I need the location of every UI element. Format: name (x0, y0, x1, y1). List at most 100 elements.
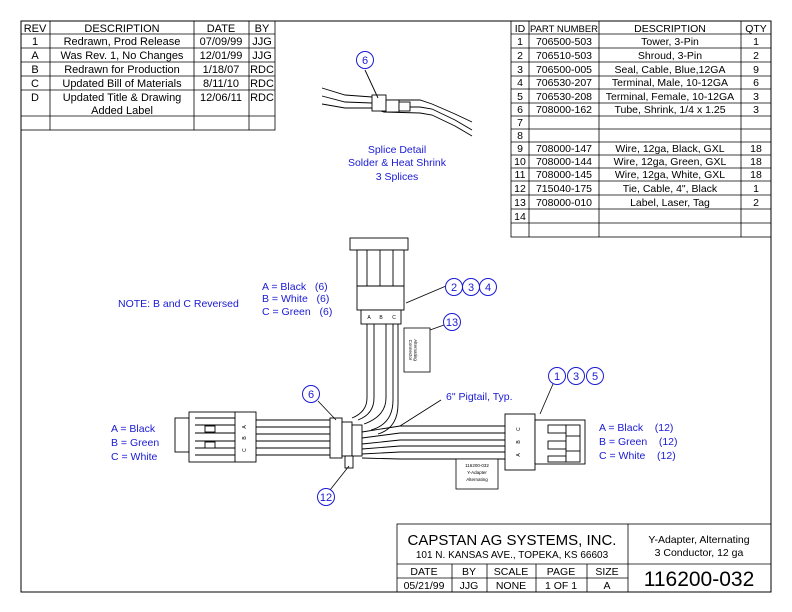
balloon-number: 5 (592, 371, 598, 383)
wire-tag: 116200-032 Y-Adapter Alternating (455, 458, 499, 490)
top-callout-leader (405, 285, 447, 304)
sheet-border (20, 20, 772, 593)
bom-cell-pn: 708000-162 (536, 104, 592, 116)
right-legend-a: A = Black (12) (599, 422, 673, 434)
rev-cell: A (31, 50, 39, 62)
bom-cell-qty: 1 (753, 36, 759, 48)
bom-header-part-number: PART NUMBER (530, 24, 598, 35)
right-pin-c: C (516, 427, 522, 431)
tag-line3: Alternating (466, 477, 488, 482)
top-connector (349, 237, 409, 325)
tie-leader (329, 465, 350, 491)
rev-cell: 12/01/99 (200, 50, 243, 62)
bom-header-id: ID (515, 23, 526, 35)
rev-cell: Updated Title & Drawing (63, 92, 182, 104)
harness-splice-balloon (302, 385, 320, 403)
right-legend-c: C = White (12) (599, 450, 676, 462)
rev-cell: 1 (32, 36, 38, 48)
rev-cell: Added Label (91, 105, 153, 117)
balloon-number: 1 (554, 371, 560, 383)
rev-cell: RDC (250, 78, 274, 90)
bom-cell-desc: Shroud, 3-Pin (638, 50, 702, 62)
right-callout-leader (539, 383, 554, 415)
splice-caption-line1: Splice Detail (368, 144, 426, 156)
top-legend-a: A = Black (6) (262, 281, 328, 293)
bom-cell-pn: 706530-208 (536, 91, 592, 103)
bom-cell-desc: Seal, Cable, Blue,12GA (615, 64, 726, 76)
splice-caption-line3: 3 Splices (376, 171, 419, 183)
splice-caption-line2: Solder & Heat Shrink (348, 157, 447, 169)
splice-detail (321, 69, 473, 137)
size-label: SIZE (595, 566, 618, 578)
right-pin-b: B (516, 440, 522, 444)
splice-leader (317, 400, 337, 421)
right-connector-balloons: 1 3 5 (548, 367, 604, 385)
bom-cell-qty: 1 (753, 183, 759, 195)
label-13-line2: Connector (408, 340, 413, 361)
top-pin-c: C (392, 315, 396, 321)
title-block (396, 523, 772, 593)
splice-balloon-number: 6 (362, 55, 368, 67)
bom-cell-desc: Wire, 12ga, Black, GXL (615, 143, 724, 155)
rev-header-rev: REV (24, 23, 47, 35)
balloon-number: 6 (308, 389, 314, 401)
bom-cell-id: 5 (517, 91, 523, 103)
note-text: NOTE: B and C Reversed (118, 298, 239, 310)
rev-cell: B (31, 64, 38, 76)
balloon-number: 3 (573, 371, 579, 383)
bom-header-qty: QTY (745, 23, 767, 35)
bom-cell-qty: 3 (753, 104, 759, 116)
bom-cell-qty: 18 (750, 169, 762, 181)
bom-cell-id: 11 (515, 169, 526, 181)
rev-cell: RDC (250, 64, 274, 76)
bom-cell-desc: Wire, 12ga, Green, GXL (614, 156, 727, 168)
bom-cell-desc: Tie, Cable, 4", Black (623, 183, 718, 195)
bom-cell-id: 3 (517, 64, 523, 76)
bom-cell-qty: 2 (753, 197, 759, 209)
top-connector-balloons: 2 3 4 (445, 278, 497, 296)
page-value: 1 OF 1 (545, 580, 577, 592)
bom-cell-desc: Terminal, Female, 10-12GA (606, 91, 734, 103)
left-connector (174, 411, 257, 463)
bom-cell-qty: 3 (753, 91, 759, 103)
wire-harness (256, 324, 505, 460)
balloon-number: 2 (451, 282, 457, 294)
bom-cell-id: 14 (514, 211, 526, 223)
bom-cell-id: 12 (514, 183, 526, 195)
date-label: DATE (410, 566, 437, 578)
balloon-number: 4 (485, 282, 491, 294)
rev-cell: RDC (250, 92, 274, 104)
left-pin-b: B (242, 436, 248, 440)
tag-line1: 116200-032 (465, 463, 489, 468)
bom-cell-pn: 708000-144 (536, 156, 592, 168)
bom-cell-pn: 715040-175 (536, 183, 592, 195)
drawing-title-line2: 3 Conductor, 12 ga (655, 547, 744, 559)
rev-cell: Updated Bill of Materials (62, 78, 182, 90)
company-name: CAPSTAN AG SYSTEMS, INC. (408, 532, 617, 549)
alternating-connector-label: Alternating Connector 13 (403, 313, 461, 373)
size-value: A (603, 580, 610, 592)
bom-cell-desc: Label, Laser, Tag (630, 197, 710, 209)
left-legend-c: C = White (111, 451, 158, 463)
scale-value: NONE (496, 580, 526, 592)
bom-cell-id: 7 (517, 117, 523, 129)
bom-cell-qty: 18 (750, 143, 762, 155)
bom-cell-desc: Tube, Shrink, 1/4 x 1.25 (614, 104, 725, 116)
left-pin-a: A (242, 425, 248, 429)
top-pin-a: A (367, 315, 371, 321)
bom-cell-pn: 706510-503 (536, 50, 592, 62)
balloon-number: 3 (468, 282, 474, 294)
bom-cell-qty: 9 (753, 64, 759, 76)
tag-line2: Y-Adapter (467, 470, 487, 475)
rev-cell: 12/06/11 (200, 92, 242, 104)
drawing-title-line1: Y-Adapter, Alternating (648, 534, 749, 546)
splice-balloon: 6 (356, 51, 374, 69)
bom-cell-qty: 2 (753, 50, 759, 62)
bom-cell-pn: 706500-503 (536, 36, 592, 48)
company-address: 101 N. KANSAS AVE., TOPEKA, KS 66603 (416, 550, 609, 561)
rev-header-description: DESCRIPTION (84, 23, 159, 35)
bom-cell-qty: 6 (753, 77, 759, 89)
bom-header-description: DESCRIPTION (634, 23, 706, 35)
bom-cell-id: 13 (514, 197, 526, 209)
